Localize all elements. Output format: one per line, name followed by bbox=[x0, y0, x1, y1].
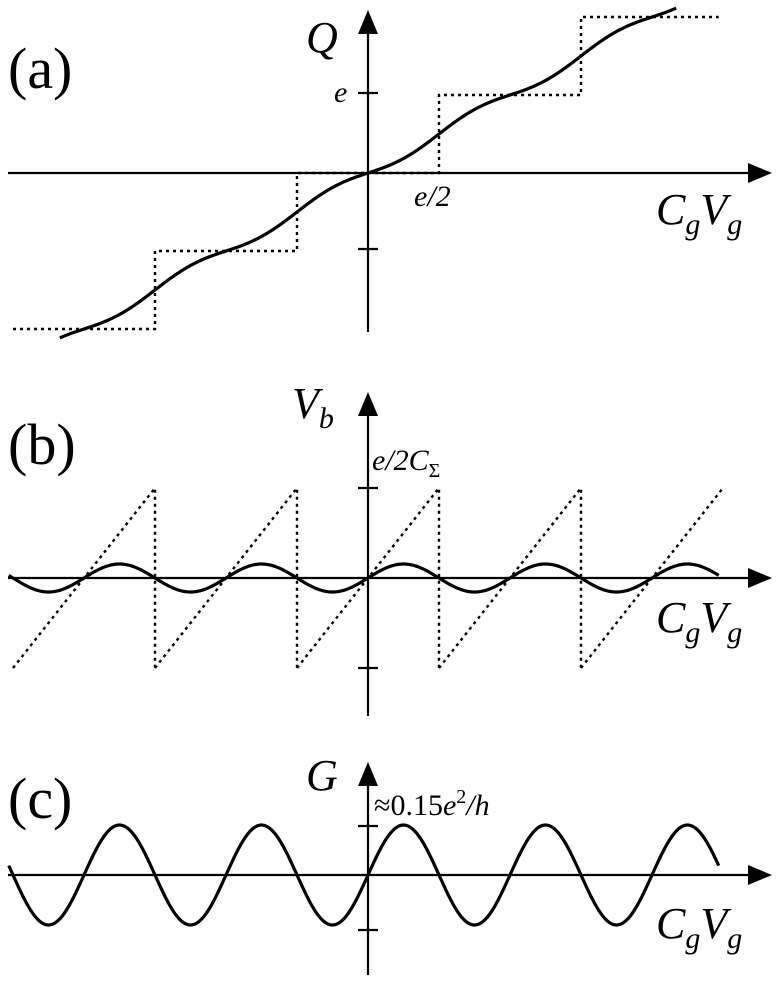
panel-c-label: (c) bbox=[8, 766, 72, 831]
panel-c-y-arrow bbox=[358, 762, 378, 786]
panel-c-y-tick-label: ≈0.15e2/h bbox=[374, 786, 490, 822]
panel-c-x-arrow bbox=[748, 865, 772, 885]
panel-c-conductance-curve bbox=[7, 823, 721, 927]
panel-b-y-tick-label: e/2CΣ bbox=[372, 444, 440, 482]
panel-a-label: (a) bbox=[8, 36, 72, 101]
panel-a-x-tick-label: e/2 bbox=[414, 180, 451, 213]
panel-b-x-title: CgVg bbox=[656, 593, 742, 649]
panel-c-x-title: CgVg bbox=[656, 899, 742, 955]
panel-a-y-arrow bbox=[358, 10, 378, 34]
panel-c-y-title: G bbox=[306, 751, 338, 800]
panel-b-label: (b) bbox=[8, 412, 76, 477]
panel-c: (c) G ≈0.15e2/h CgVg bbox=[7, 751, 772, 975]
panel-b-x-arrow bbox=[748, 568, 772, 588]
panel-a-smooth-curve bbox=[59, 6, 677, 340]
panel-a: (a) Q e e/2 CgVg bbox=[8, 6, 772, 340]
panel-b-y-title: Vb bbox=[292, 379, 334, 435]
panel-a-y-title: Q bbox=[306, 13, 338, 62]
panel-a-x-arrow bbox=[748, 163, 772, 183]
panel-a-y-tick-label: e bbox=[334, 76, 347, 109]
panel-b-y-arrow bbox=[358, 392, 378, 416]
panel-b-sine-curve bbox=[7, 562, 720, 594]
panel-b: (b) Vb e/2CΣ CgVg bbox=[7, 379, 772, 716]
panel-a-x-title: CgVg bbox=[656, 185, 742, 241]
